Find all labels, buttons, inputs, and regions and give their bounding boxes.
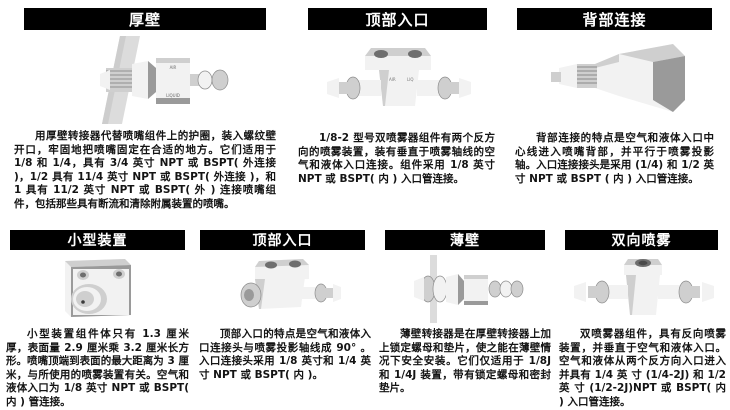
svg-text:LIQUID: LIQUID xyxy=(166,93,180,98)
panel-description-top-inlet-lower: 顶部入口的特点是空气和液体入口连接头与喷雾投影轴线成 90° 。入口连接头采用 … xyxy=(199,328,371,381)
panel-description-top-inlet-upper: 1/8-2 型号双喷雾器组件有两个反方向的喷雾装置，装有垂直于喷雾轴线的空气和液… xyxy=(298,132,495,185)
panel-heading-top-inlet-upper: 顶部入口 xyxy=(308,8,487,30)
top-inlet-dual-spray-photo: AIR LIQ xyxy=(290,34,505,126)
panel-top-inlet-lower: 顶部入口 顶部入口的 xyxy=(195,230,375,406)
thick-wall-adapter-photo: AIR LIQUID xyxy=(0,34,290,126)
top-inlet-single-photo xyxy=(195,253,375,325)
panel-description-thin-wall: 薄壁转接器是在厚壁转接器上加上锁定螺母和垫片，使之能在薄壁情况下安全安装。它们仅… xyxy=(379,328,551,395)
panel-dual-spray: 双向喷雾 xyxy=(555,230,730,408)
panel-top-inlet-upper: 顶部入口 AIR LIQ xyxy=(290,8,505,213)
panel-description-dual-spray: 双喷雾器组件，具有反向喷雾装置，并垂直于空气和液体入口。空气和液体从两个反方向入… xyxy=(559,328,726,408)
panel-thin-wall: 薄壁 xyxy=(375,230,555,406)
panel-heading-thin-wall: 薄壁 xyxy=(385,230,545,250)
panel-description-back-connect: 背部连接的特点是空气和液体入口中心线进入喷嘴背部，并平行于喷雾投影轴。入口连接接… xyxy=(515,132,714,185)
panel-heading-dual-spray: 双向喷雾 xyxy=(565,230,718,250)
svg-text:AIR: AIR xyxy=(170,65,177,70)
panel-description-thick-wall: 用厚壁转接器代替喷嘴组件上的护圈，装入螺纹壁开口，牢固地把喷嘴固定在合适的地方。… xyxy=(14,130,276,210)
panel-heading-top-inlet-lower: 顶部入口 xyxy=(200,230,365,250)
panel-heading-thick-wall: 厚壁 xyxy=(24,8,266,30)
panel-thick-wall: 厚壁 AIR LIQUID xyxy=(0,8,290,213)
panel-heading-back-connect: 背部连接 xyxy=(517,8,712,30)
panel-description-compact-unit: 小型装置组件体只有 1.3 厘米厚，表面量 2.9 厘米乘 3.2 厘米长方形。… xyxy=(6,328,189,408)
svg-text:AIR: AIR xyxy=(389,77,396,82)
panel-back-connect: 背部连接 背部连接的特点是 xyxy=(505,8,730,213)
compact-unit-photo xyxy=(0,253,195,325)
dual-spray-assembly-photo xyxy=(555,253,730,325)
back-connection-nozzle-photo xyxy=(505,34,730,126)
panel-compact-unit: 小型装置 小型装置组件体只有 1.3 厘米厚，表面量 2.9 厘米乘 3. xyxy=(0,230,195,408)
panel-heading-compact-unit: 小型装置 xyxy=(10,230,185,250)
thin-wall-adapter-photo xyxy=(375,253,555,325)
svg-text:LIQ: LIQ xyxy=(407,77,414,82)
